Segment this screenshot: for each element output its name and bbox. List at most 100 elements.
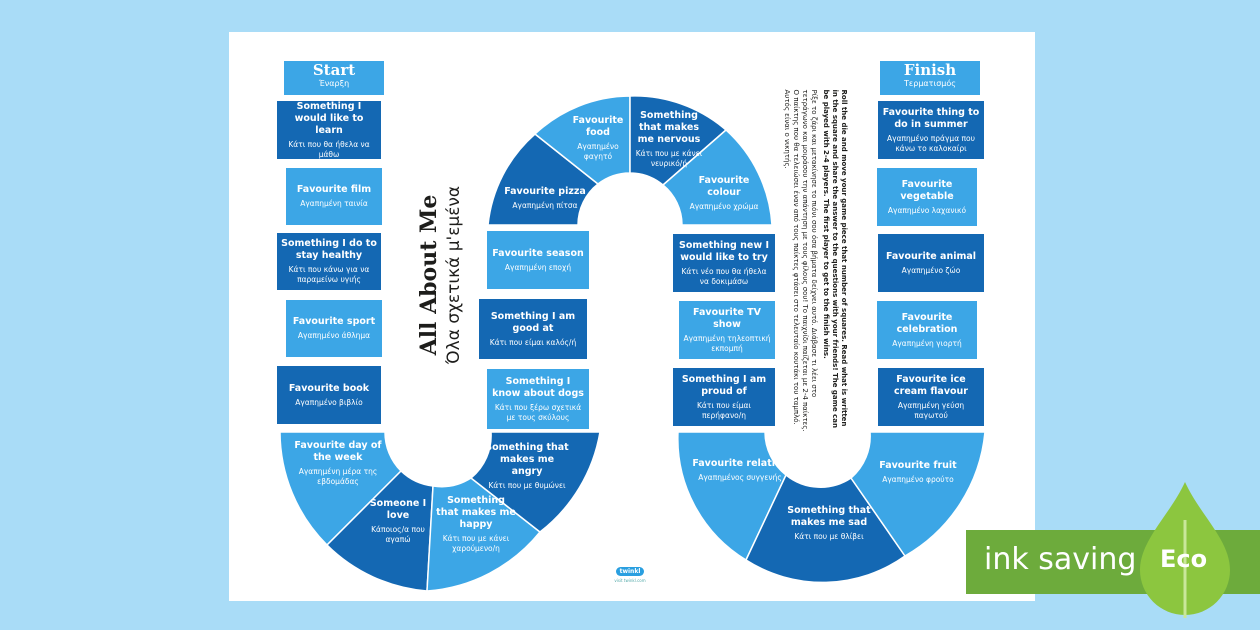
square-text-en: Favourite food — [572, 115, 624, 138]
square-text-en: Favourite sport — [292, 316, 376, 327]
square-season[interactable]: Favourite season Αγαπημένη εποχή — [486, 230, 590, 290]
square-text-gr: Κάτι που ξέρω σχετικά με τους σκύλους — [494, 402, 582, 422]
square-text-gr: Αγαπημένη τηλεοπτική εκπομπή — [683, 333, 771, 353]
square-text-gr: Κάτι που με θλίβει — [794, 532, 864, 541]
square-text-gr: Κάτι που θα ήθελα να μάθω — [288, 139, 370, 159]
eco-label: Eco — [1160, 545, 1208, 573]
square-text-gr: Κάποιος/α που αγαπώ — [371, 525, 425, 544]
instructions-greek: Ρίξε το ζάρι και μετακίνησε το πιόνι σου… — [783, 89, 818, 432]
square-good-at[interactable]: Something I am good at Κάτι που είμαι κα… — [478, 298, 588, 360]
square-text-en: Something that makes me nervous — [637, 110, 701, 145]
instructions-english: Roll the die and move your game piece th… — [822, 89, 848, 429]
square-text-gr: Αγαπημένη πίτσα — [512, 201, 578, 210]
square-book[interactable]: Favourite book Αγαπημένο βιβλίο — [276, 365, 382, 425]
square-text-gr: Κάτι που είμαι καλός/ή — [489, 337, 577, 347]
title-english: All About Me — [416, 194, 442, 356]
square-summer[interactable]: Favourite thing to do in summer Αγαπημέν… — [877, 100, 985, 160]
square-text-gr: Αγαπημένο άθλημα — [297, 331, 371, 340]
square-text-gr: Αγαπημένη γιορτή — [892, 338, 962, 348]
square-text-gr: Αγαπημένη μέρα της εβδομάδας — [298, 467, 378, 486]
square-text-gr: Αγαπημένος συγγενής — [698, 473, 782, 482]
square-text-gr: Κάτι που με κάνει χαρούμενο/η — [442, 534, 510, 553]
square-makes-me-angry[interactable]: Something that makes me angry Κάτι που μ… — [484, 442, 570, 491]
finish-label-gr: Τερματισμός — [904, 79, 956, 88]
square-someone-i-love[interactable]: Someone I love Κάποιος/α που αγαπώ — [362, 498, 434, 545]
arc-sector-someone-i-love[interactable] — [325, 469, 434, 592]
square-fruit[interactable]: Favourite fruit Αγαπημένο φρούτο — [870, 460, 966, 485]
square-vegetable[interactable]: Favourite vegetable Αγαπημένο λαχανικό — [876, 167, 978, 227]
arc-sector-colour[interactable] — [661, 128, 773, 226]
arc-sector-makes-me-happy[interactable] — [426, 477, 542, 592]
finish-label: Finish — [903, 61, 957, 79]
arc-sector-day-of-week[interactable] — [279, 431, 403, 547]
square-learn[interactable]: Something I would like to learn Κάτι που… — [276, 100, 382, 160]
square-relative[interactable]: Favourite relative Αγαπημένος συγγενής — [690, 458, 790, 483]
square-food[interactable]: Favourite food Αγαπημένο φαγητό — [566, 115, 630, 162]
square-text-gr: Κάτι που με κάνει νευρικό/ή — [635, 149, 703, 168]
start-header: Start Έναρξη — [283, 60, 385, 96]
square-text-en: Favourite film — [296, 184, 372, 195]
square-text-en: Favourite book — [288, 382, 370, 394]
square-text-en: Favourite colour — [698, 175, 750, 198]
square-text-en: Favourite celebration — [896, 311, 958, 335]
square-text-en: Favourite season — [492, 247, 584, 259]
square-text-gr: Αγαπημένο πράγμα που κάνω το καλοκαίρι — [887, 133, 975, 153]
square-nervous[interactable]: Something that makes me nervous Κάτι που… — [634, 110, 704, 169]
square-pizza[interactable]: Favourite pizza Αγαπημένη πίτσα — [500, 186, 590, 211]
board-title: All About Me Όλα σχετικά μ'εμένα — [385, 186, 495, 364]
leaf-icon — [1140, 482, 1230, 618]
square-proud-of[interactable]: Something I am proud of Κάτι που είμαι π… — [672, 367, 776, 427]
square-new-try[interactable]: Something new I would like to try Κάτι ν… — [672, 233, 776, 293]
arc-sector-makes-me-angry[interactable] — [469, 431, 601, 533]
square-makes-me-happy[interactable]: Something that makes me happy Κάτι που μ… — [436, 495, 516, 554]
arc-sector-nervous[interactable] — [629, 95, 728, 186]
square-text-gr: Κάτι νέο που θα ήθελα να δοκιμάσω — [681, 266, 767, 286]
twinkl-logo: twinkl visit twinkl.com — [600, 558, 660, 583]
square-text-en: Something that makes me sad — [787, 505, 871, 528]
square-text-en: Something I do to stay healthy — [281, 238, 377, 261]
square-text-en: Something that makes me angry — [485, 442, 569, 477]
square-text-gr: Αγαπημένο βιβλίο — [295, 397, 363, 407]
arc-sector-food[interactable] — [533, 95, 631, 185]
square-film[interactable]: Favourite film Αγαπημένη ταινία — [285, 167, 383, 226]
square-colour[interactable]: Favourite colour Αγαπημένο χρώμα — [686, 175, 762, 212]
square-text-en: Favourite fruit — [879, 460, 957, 471]
square-text-en: Something that makes me happy — [436, 495, 516, 530]
square-sport[interactable]: Favourite sport Αγαπημένο άθλημα — [285, 299, 383, 358]
square-text-en: Something new I would like to try — [679, 239, 769, 263]
square-text-en: Something I would like to learn — [294, 100, 364, 136]
arc-sector-makes-me-sad[interactable] — [745, 473, 907, 584]
arc-sector-relative[interactable] — [677, 431, 787, 562]
square-day-of-week[interactable]: Favourite day of the week Αγαπημένη μέρα… — [288, 440, 388, 487]
square-text-gr: Αγαπημένο φρούτο — [882, 475, 954, 484]
square-text-gr: Αγαπημένο χρώμα — [689, 202, 759, 211]
square-text-en: Favourite TV show — [693, 306, 761, 330]
square-animal[interactable]: Favourite animal Αγαπημένο ζώο — [877, 233, 985, 293]
square-text-en: Favourite animal — [885, 250, 977, 262]
left-arc-sectors — [279, 431, 601, 592]
square-text-en: Something I know about dogs — [492, 375, 584, 399]
title-greek: Όλα σχετικά μ'εμένα — [444, 185, 464, 365]
right-arc-sectors — [677, 431, 986, 584]
arc-sector-fruit[interactable] — [849, 431, 986, 557]
square-ice-cream[interactable]: Favourite ice cream flavour Αγαπημένη γε… — [877, 367, 985, 427]
square-text-gr: Αγαπημένο ζώο — [901, 265, 961, 275]
instructions: Roll the die and move your game piece th… — [783, 90, 848, 435]
square-dogs[interactable]: Something I know about dogs Κάτι που ξέρ… — [486, 368, 590, 430]
square-healthy[interactable]: Something I do to stay healthy Κάτι που … — [276, 232, 382, 291]
square-text-gr: Αγαπημένο λαχανικό — [887, 205, 967, 215]
square-text-gr: Κάτι που με θυμώνει — [488, 481, 566, 490]
square-text-en: Favourite thing to do in summer — [882, 106, 980, 130]
square-makes-me-sad[interactable]: Something that makes me sad Κάτι που με … — [782, 505, 876, 542]
square-tv-show[interactable]: Favourite TV show Αγαπημένη τηλεοπτική ε… — [678, 300, 776, 360]
square-text-en: Favourite relative — [692, 458, 788, 469]
square-text-gr: Αγαπημένη ταινία — [300, 199, 368, 208]
ink-saving-text: ink saving — [984, 542, 1137, 577]
square-text-en: Something I am good at — [490, 310, 576, 334]
square-text-gr: Κάτι που κάνω για να παραμείνω υγιής — [288, 265, 370, 284]
square-text-en: Favourite vegetable — [900, 178, 954, 202]
square-text-gr: Κάτι που είμαι περήφανο/η — [697, 400, 751, 420]
square-celebration[interactable]: Favourite celebration Αγαπημένη γιορτή — [876, 300, 978, 360]
top-arc-sectors — [487, 95, 773, 226]
